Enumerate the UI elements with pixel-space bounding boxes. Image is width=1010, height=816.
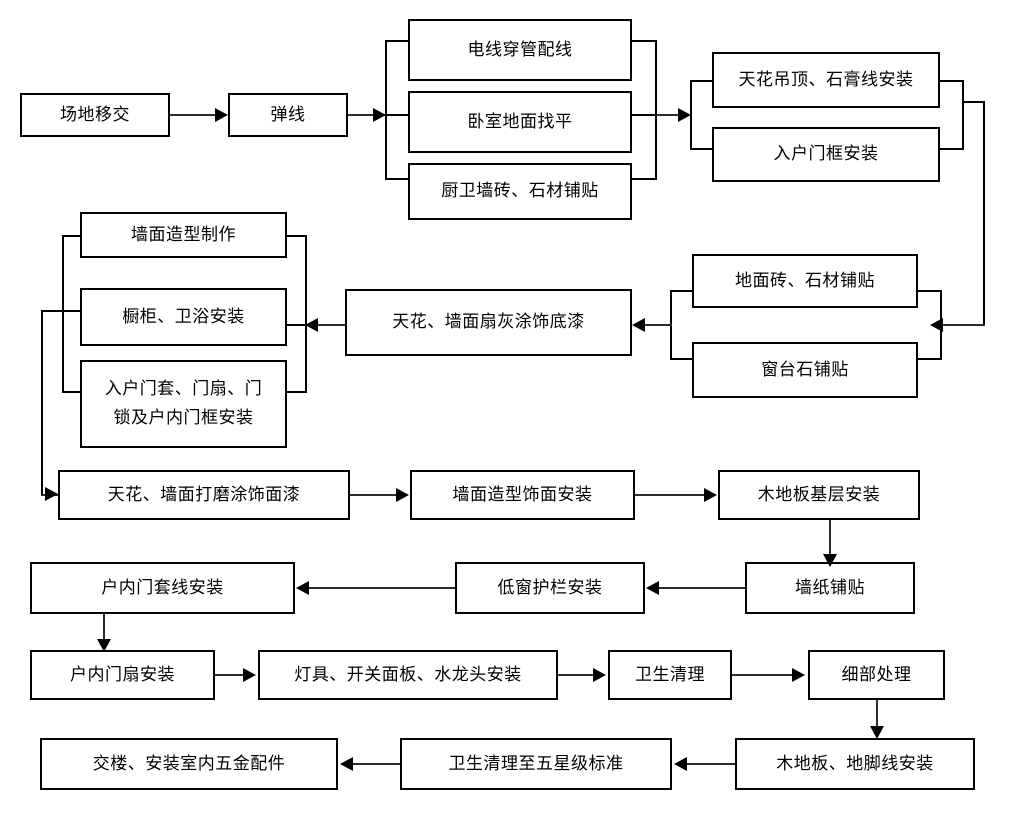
arrow-shaft-n10-to-group3 [309,324,345,326]
merge-bracket-4-stub-top [62,235,82,237]
arrow-shaft-n16-n17 [829,520,831,560]
split-bracket-2-stub-top [690,80,714,82]
node-site-handover[interactable]: 场地移交 [20,93,170,137]
node-wall-feature-finish-install[interactable]: 墙面造型饰面安装 [410,470,635,520]
arrow-head-n18-n19 [296,581,309,595]
split-bracket-4-stub-top [285,235,307,237]
arrow-head-n23-n24 [870,726,884,739]
merge-bracket-4-stub-mid [62,310,82,312]
merge-bracket-1-stub-bot [632,178,657,180]
merge-bracket-2-spine [962,80,964,150]
split-bracket-4-spine [305,235,307,393]
node-entry-door-set-install[interactable]: 入户门套、门扇、门 锁及户内门框安装 [80,360,287,448]
arrow-head-n16-n17 [823,554,837,567]
arrow-shaft-n14-n15 [350,494,400,496]
arrow-shaft-n24-n25 [678,763,735,765]
arrow-head-merge1-split2 [678,108,691,122]
arrow-head-n14-n15 [396,488,409,502]
arrow-head-n01-n02 [215,108,228,122]
arrow-shaft-right-into-group2 [942,324,985,326]
arrow-shaft-n25-n26 [344,763,400,765]
arrow-head-n02-split1 [373,108,386,122]
arrow-shaft-merge1-split2 [655,114,689,116]
connector-group3-down [41,310,43,495]
merge-bracket-2-stub-bot [940,148,964,150]
merge-bracket-4-spine [62,235,64,393]
arrow-shaft-n02-split1 [348,114,386,116]
arrow-head-n15-n16 [704,488,717,502]
split-bracket-1-stub-bot [385,178,410,180]
merge-bracket-1-stub-top [632,40,657,42]
node-ceiling-gypsum-line[interactable]: 天花吊顶、石膏线安装 [712,52,940,108]
split-bracket-2-spine [690,80,692,150]
arrow-shaft-n18-n19 [300,587,455,589]
node-bedroom-floor-leveling[interactable]: 卧室地面找平 [408,91,632,153]
arrow-head-into-n14 [45,487,58,501]
node-electrical-conduit-wiring[interactable]: 电线穿管配线 [408,19,632,81]
arrow-head-right-into-group2 [930,318,943,332]
node-cabinet-sanitary-install[interactable]: 橱柜、卫浴安装 [80,288,287,346]
node-sanitary-cleaning[interactable]: 卫生清理 [608,650,732,700]
arrow-shaft-n17-n18 [650,587,745,589]
node-window-sill-stone[interactable]: 窗台石铺贴 [692,342,918,398]
node-wood-floor-skirting-install[interactable]: 木地板、地脚线安装 [735,738,975,790]
arrow-head-n19-n20 [97,639,111,652]
node-entry-door-frame[interactable]: 入户门框安装 [712,127,940,182]
arrow-shaft-n23-n24 [876,700,878,732]
arrow-head-n20-n21 [243,668,256,682]
arrow-shaft-n20-n21 [215,674,247,676]
split-bracket-2-stub-bot [690,148,714,150]
arrow-head-n21-n22 [593,668,606,682]
arrow-shaft-n19-n20 [103,614,105,645]
arrow-head-n25-n26 [340,757,353,771]
node-handover-hardware-install[interactable]: 交楼、安装室内五金配件 [40,738,338,790]
node-ceiling-wall-sand-topcoat[interactable]: 天花、墙面打磨涂饰面漆 [58,470,350,520]
arrow-shaft-n15-n16 [635,494,707,496]
merge-bracket-4-stub-bot [62,391,82,393]
split-bracket-3-stub-top [670,290,694,292]
arrow-shaft-n21-n22 [558,674,596,676]
node-line-marking[interactable]: 弹线 [228,93,348,137]
node-wall-feature-fabrication[interactable]: 墙面造型制作 [80,212,287,258]
node-wallpaper-paving[interactable]: 墙纸铺贴 [745,562,915,614]
node-low-window-railing[interactable]: 低窗护栏安装 [455,562,645,614]
arrow-shaft-n01-n02 [170,114,218,116]
arrow-shaft-n22-n23 [732,674,794,676]
connector-group3-out-top [41,310,64,312]
arrow-head-n10-to-group3 [305,318,318,332]
node-indoor-door-leaf-install[interactable]: 户内门扇安装 [30,650,215,700]
node-ceiling-wall-skim-primer[interactable]: 天花、墙面扇灰涂饰底漆 [345,289,632,356]
node-entry-door-set-line2: 锁及户内门框安装 [113,408,254,427]
node-cleaning-to-five-star[interactable]: 卫生清理至五星级标准 [400,738,672,790]
node-kitchen-bath-wall-tile[interactable]: 厨卫墙砖、石材铺贴 [408,163,632,220]
split-bracket-4-stub-mid [285,324,307,326]
merge-bracket-1-spine [655,40,657,180]
node-indoor-door-casing-line[interactable]: 户内门套线安装 [30,562,295,614]
node-floor-tile-stone-paving[interactable]: 地面砖、石材铺贴 [692,254,918,308]
split-bracket-4-stub-bot [285,391,307,393]
merge-bracket-1-stub-mid [632,114,657,116]
split-bracket-1-stub-mid [385,114,410,116]
merge-bracket-3-stub-bot [918,358,942,360]
node-entry-door-set-line1: 入户门套、门扇、门 [104,379,263,399]
arrow-head-group2-to-n10 [632,318,645,332]
merge-bracket-2-stub-top [940,80,964,82]
split-bracket-1-spine [385,40,387,180]
arrow-head-n22-n23 [792,668,805,682]
arrow-head-n24-n25 [674,757,687,771]
node-lighting-switch-faucet-install[interactable]: 灯具、开关面板、水龙头安装 [258,650,558,700]
connector-right-top-link [962,101,985,103]
connector-right-down-to-row2 [983,101,985,325]
arrow-shaft-group2-to-n10 [634,324,672,326]
node-wood-floor-substrate[interactable]: 木地板基层安装 [718,470,920,520]
split-bracket-3-stub-bot [670,358,694,360]
split-bracket-1-stub-top [385,40,410,42]
merge-bracket-3-stub-top [918,290,942,292]
node-detail-treatment[interactable]: 细部处理 [808,650,945,700]
arrow-head-n17-n18 [646,581,659,595]
